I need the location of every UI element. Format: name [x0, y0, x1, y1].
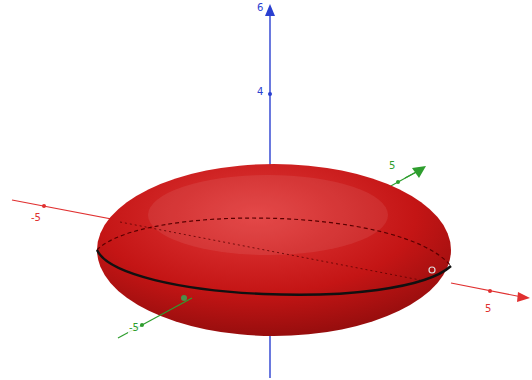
x-axis-number: 5: [484, 303, 492, 315]
y-arrow: [412, 166, 426, 178]
x-axis-front: [451, 283, 522, 297]
point: [429, 267, 435, 273]
z-axis-front: [269, 336, 270, 378]
tick: [268, 92, 272, 96]
ellipsoid: [97, 164, 451, 336]
highlight: [148, 175, 388, 255]
x-arrow: [517, 292, 530, 302]
tick: [140, 323, 144, 327]
hidden-axis: [120, 222, 420, 280]
z-axis-number: 6: [256, 2, 264, 14]
z-arrow: [265, 4, 275, 16]
equator-back: [97, 218, 451, 266]
y-axis-number: 5: [388, 160, 396, 172]
tick: [42, 204, 46, 208]
tick: [396, 180, 400, 184]
point: [181, 295, 187, 301]
x-axis-number: -5: [30, 212, 42, 224]
equator-front: [97, 250, 451, 295]
y-axis-back: [118, 298, 192, 338]
y-axis-number: -5: [128, 322, 140, 334]
tick: [488, 289, 492, 293]
z-axis-number: 4: [256, 86, 264, 98]
